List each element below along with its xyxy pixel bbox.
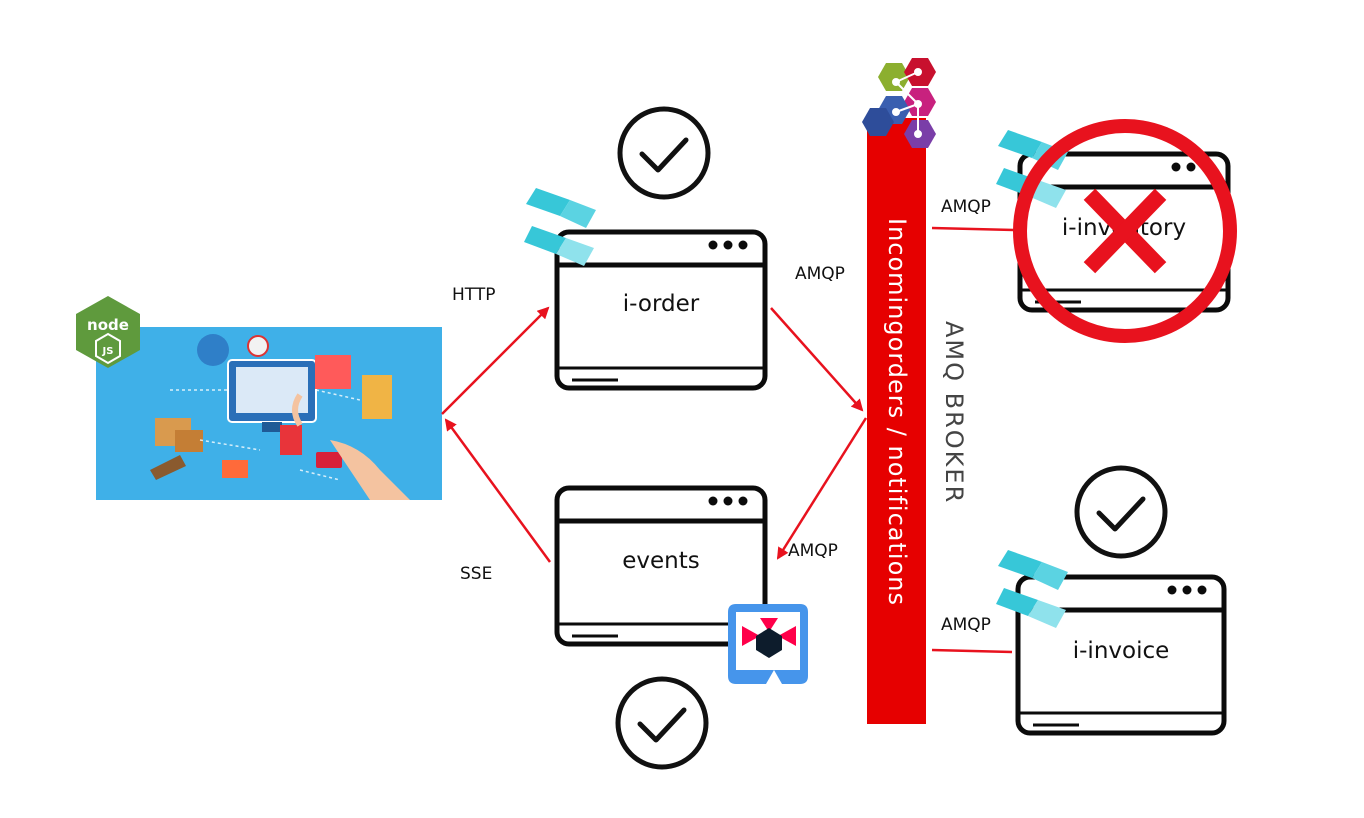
nodejs-logo: node JS — [76, 296, 140, 368]
frontend-illustration — [96, 327, 442, 500]
edge-label-sse: SSE — [460, 564, 493, 584]
svg-text:node: node — [87, 316, 129, 334]
window-order — [554, 229, 768, 391]
edge-sse — [444, 418, 552, 563]
broker-name: AMQ BROKER — [940, 321, 968, 505]
stack-logo-invoice — [996, 550, 1068, 628]
stack-logo-order — [524, 188, 596, 266]
svg-text:JS: JS — [102, 346, 114, 357]
quarkus-logo — [728, 604, 808, 684]
edge-label-amqp-order: AMQP — [795, 264, 845, 284]
check-icon-events — [615, 676, 709, 770]
check-icon-order — [617, 106, 711, 200]
service-title-inventory: i-inventory — [1061, 215, 1187, 241]
edge-broker-to-invoice — [931, 648, 1013, 654]
edge-label-http: HTTP — [452, 285, 496, 305]
service-title-invoice: i-invoice — [1072, 638, 1170, 664]
edge-broker-to-inventory — [931, 226, 1015, 232]
amq-logo — [862, 58, 936, 148]
broker-bar — [867, 118, 926, 724]
edge-order-to-broker — [770, 307, 864, 412]
edge-label-amqp-events: AMQP — [788, 541, 838, 561]
edges — [441, 226, 1015, 654]
check-icon-invoice — [1074, 465, 1168, 559]
window-events — [554, 485, 768, 647]
service-title-events: events — [622, 548, 700, 574]
edge-label-amqp-invoice: AMQP — [941, 615, 991, 635]
service-title-order: i-order — [622, 291, 700, 317]
edge-label-amqp-inventory: AMQP — [941, 197, 991, 217]
broker-bar-label: Incomingorders / notifications — [883, 218, 911, 606]
edge-broker-to-events — [776, 417, 868, 560]
edge-http — [441, 306, 550, 415]
